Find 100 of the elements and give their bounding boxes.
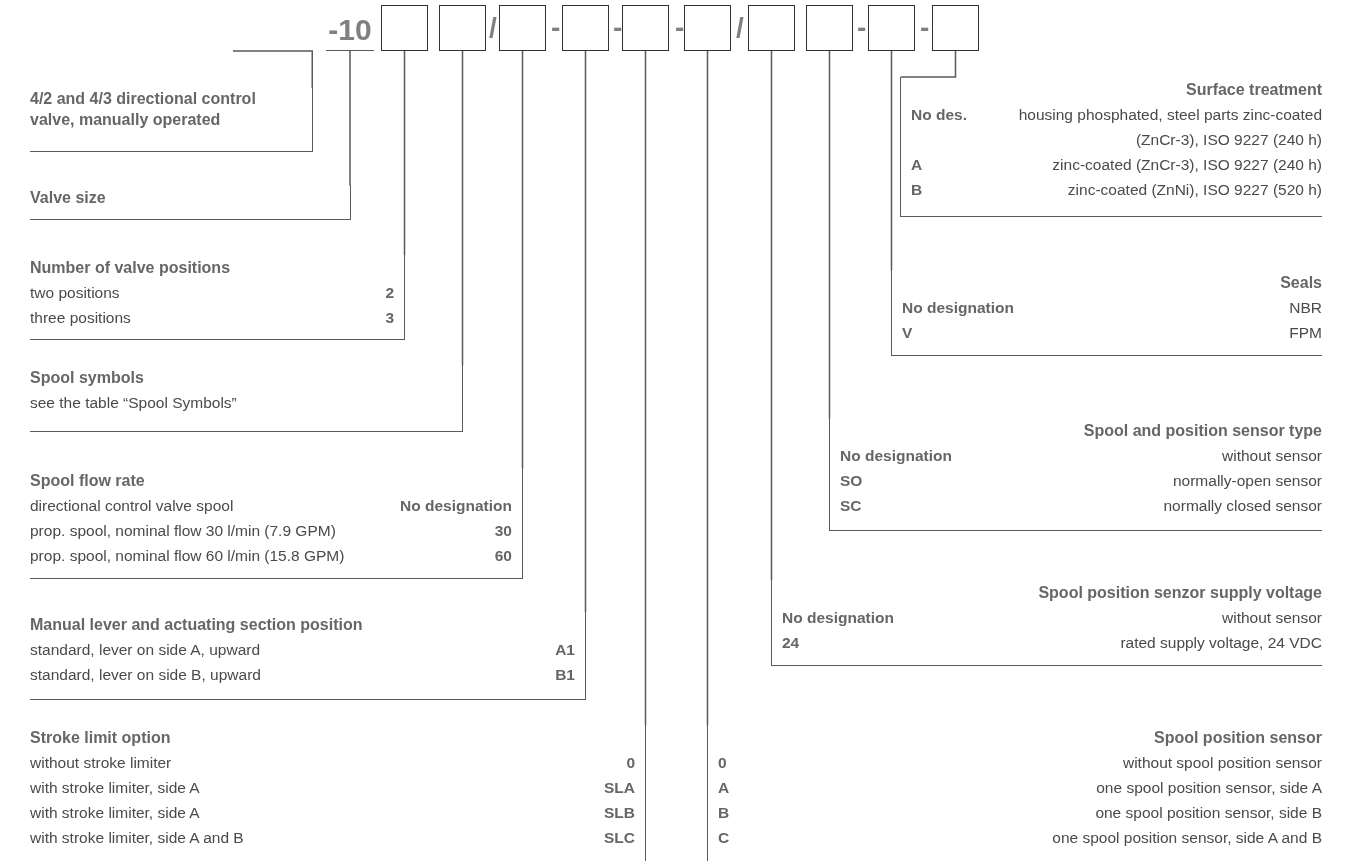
option-description: three positions — [30, 308, 132, 328]
option-code: SO — [840, 471, 864, 491]
code-separator: - — [551, 13, 561, 43]
code-separator: / — [736, 13, 744, 43]
leader-line — [521, 50, 524, 469]
leader-line — [349, 50, 351, 186]
option-description: one spool position sensor, side A — [1095, 778, 1322, 798]
option-description: one spool position sensor, side A and B — [1051, 828, 1322, 848]
option-description: prop. spool, nominal flow 60 l/min (15.8 GPM) — [30, 546, 346, 566]
option-description: two positions — [30, 283, 121, 303]
option-heading: Spool symbols — [30, 369, 144, 386]
option-description: without sensor — [1221, 446, 1322, 466]
option-panel — [30, 725, 646, 861]
leader-line — [770, 50, 773, 581]
code-separator: - — [675, 13, 685, 43]
leader-line — [461, 50, 464, 366]
option-heading: Spool position senzor supply voltage — [1038, 584, 1322, 601]
option-code: B1 — [555, 665, 575, 685]
leader-line — [890, 50, 893, 271]
option-code: No designation — [400, 496, 512, 516]
option-code: A1 — [555, 640, 575, 660]
option-code: C — [718, 828, 730, 848]
code-box — [806, 5, 853, 51]
option-panel — [771, 580, 1322, 666]
option-code: No designation — [782, 608, 894, 628]
option-code: 3 — [385, 308, 394, 328]
option-code: V — [902, 323, 914, 343]
option-code: SLC — [604, 828, 635, 848]
option-heading: Surface treatment — [1185, 81, 1322, 98]
option-description: directional control valve spool — [30, 496, 235, 516]
option-heading: 4/2 and 4/3 directional control valve, manually operated — [30, 90, 256, 128]
code-box — [932, 5, 979, 51]
option-description: housing phosphated, steel parts zinc-coated (ZnCr-3), ISO 9227 (240 h) — [1017, 105, 1322, 150]
option-code: 2 — [385, 283, 394, 303]
option-description: prop. spool, nominal flow 30 l/min (7.9 GPM) — [30, 521, 337, 541]
leader-line — [584, 50, 587, 613]
leader-line — [232, 50, 313, 89]
option-heading: Spool and position sensor type — [1083, 422, 1322, 439]
code-box — [684, 5, 731, 51]
code-box — [868, 5, 915, 51]
option-description: standard, lever on side A, upward — [30, 640, 262, 660]
option-code: No designation — [902, 298, 1014, 318]
leader-line — [900, 50, 957, 78]
option-code: SLA — [604, 778, 635, 798]
code-box — [439, 5, 486, 51]
option-heading: Stroke limit option — [30, 729, 171, 746]
option-description: with stroke limiter, side A and B — [30, 828, 245, 848]
option-description: without spool position sensor — [1121, 753, 1322, 773]
option-code: B — [718, 803, 730, 823]
option-description: FPM — [1288, 323, 1322, 343]
option-panel — [707, 725, 1322, 861]
option-description: zinc-coated (ZnCr-3), ISO 9227 (240 h) — [1051, 155, 1322, 175]
leader-line — [706, 50, 709, 726]
option-heading: Spool position sensor — [1154, 729, 1322, 746]
option-description: one spool position sensor, side B — [1094, 803, 1322, 823]
option-heading: Seals — [1280, 274, 1322, 291]
option-code: No des. — [911, 105, 967, 125]
option-code: 0 — [625, 753, 635, 773]
option-code: SLB — [604, 803, 635, 823]
option-description: rated supply voltage, 24 VDC — [1119, 633, 1322, 653]
option-description: with stroke limiter, side A — [30, 778, 201, 798]
code-separator: - — [920, 13, 930, 43]
option-code: 24 — [782, 633, 801, 653]
option-panel — [891, 270, 1322, 356]
option-code: A — [911, 155, 924, 175]
option-description: normally closed sensor — [1162, 496, 1322, 516]
leader-line — [403, 50, 406, 256]
option-panel — [30, 365, 463, 432]
option-description: normally-open sensor — [1171, 471, 1322, 491]
option-description: with stroke limiter, side A — [30, 803, 201, 823]
option-description: see the table “Spool Symbols” — [30, 393, 238, 413]
option-description: without sensor — [1221, 608, 1322, 628]
code-separator: / — [489, 13, 497, 43]
option-panel — [829, 418, 1322, 531]
option-description: without stroke limiter — [30, 753, 173, 773]
option-panel — [900, 77, 1322, 217]
code-box — [748, 5, 795, 51]
option-code: 60 — [493, 546, 512, 566]
option-description: standard, lever on side B, upward — [30, 665, 262, 685]
option-code: SC — [840, 496, 863, 516]
leader-line — [644, 50, 647, 726]
option-code: 0 — [718, 753, 728, 773]
option-panel — [30, 88, 313, 152]
code-separator: - — [857, 13, 867, 43]
option-code: 30 — [493, 521, 512, 541]
option-heading: Valve size — [30, 189, 106, 206]
option-description: zinc-coated (ZnNi), ISO 9227 (520 h) — [1066, 180, 1322, 200]
leader-line — [828, 50, 831, 419]
type-code-text: -10 — [328, 12, 372, 48]
code-box — [622, 5, 669, 51]
option-heading: Number of valve positions — [30, 259, 231, 276]
option-panel — [30, 255, 405, 340]
code-box — [562, 5, 609, 51]
option-description: NBR — [1288, 298, 1322, 318]
code-box — [499, 5, 546, 51]
option-code: B — [911, 180, 924, 200]
option-heading: Manual lever and actuating section position — [30, 616, 363, 633]
option-panel — [30, 612, 586, 700]
option-heading: Spool flow rate — [30, 472, 145, 489]
option-code: No designation — [840, 446, 952, 466]
